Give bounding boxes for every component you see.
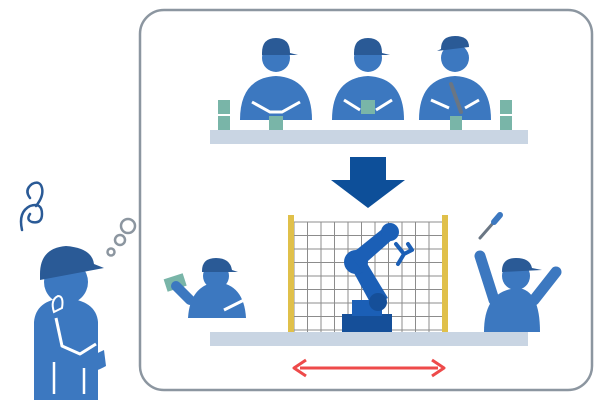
- fence-post-left: [288, 215, 294, 333]
- thinker-hand: [51, 294, 64, 314]
- double-arrow-icon: [292, 358, 446, 378]
- worker-head: [441, 44, 469, 72]
- worker-1: [240, 38, 312, 130]
- thinker-lower-lines: [52, 362, 86, 394]
- thought-dot-small: [106, 247, 116, 257]
- worker-left-holding-part: [163, 258, 246, 318]
- worker-cap: [262, 38, 298, 55]
- worker-3: [419, 36, 491, 130]
- thought-dot-large: [119, 217, 137, 235]
- worker-arms: [343, 98, 393, 112]
- hand-tool-icon: [449, 82, 463, 114]
- worker-body: [332, 76, 404, 120]
- thinker-arm: [54, 317, 97, 356]
- worker-arms: [430, 98, 480, 110]
- part-box: [269, 116, 283, 130]
- confused-person-icon: [19, 181, 106, 400]
- part-box: [500, 116, 512, 130]
- part-box: [361, 100, 375, 114]
- robot-arm-icon: [342, 223, 414, 332]
- workbench-bottom: [210, 332, 528, 346]
- worker-cap: [502, 258, 542, 272]
- worker-cap: [202, 258, 238, 272]
- robot-gripper: [394, 242, 414, 266]
- worker-arm-outline: [223, 298, 245, 312]
- robot-cell: [163, 212, 562, 346]
- robot-base: [342, 314, 392, 332]
- manual-workers-row: [210, 36, 528, 144]
- screwdriver-icon: [478, 212, 503, 240]
- worker-arms: [251, 100, 301, 114]
- worker-right-cheering: [474, 212, 562, 332]
- part-box: [218, 100, 230, 114]
- robot-base-joint: [369, 293, 387, 311]
- worker-body: [188, 282, 246, 318]
- worker-cap: [354, 38, 390, 55]
- confusion-swirl-icon: [19, 181, 44, 232]
- worker-2: [332, 38, 404, 120]
- down-arrow-icon: [331, 157, 405, 208]
- thinker-cap: [40, 246, 104, 280]
- worker-arm-left: [474, 250, 500, 306]
- part-box: [450, 116, 462, 130]
- fence-post-right: [442, 215, 448, 333]
- robot-elbow-joint: [381, 223, 399, 241]
- worker-arm-right: [528, 266, 562, 306]
- thinker-arm-fill: [58, 348, 106, 374]
- thought-dot-medium: [113, 233, 127, 247]
- part-box: [500, 100, 512, 114]
- worker-cap: [437, 36, 469, 51]
- part-box: [218, 116, 230, 130]
- worker-raised-arm: [171, 281, 195, 305]
- worker-body: [240, 76, 312, 120]
- workbench-top: [210, 130, 528, 144]
